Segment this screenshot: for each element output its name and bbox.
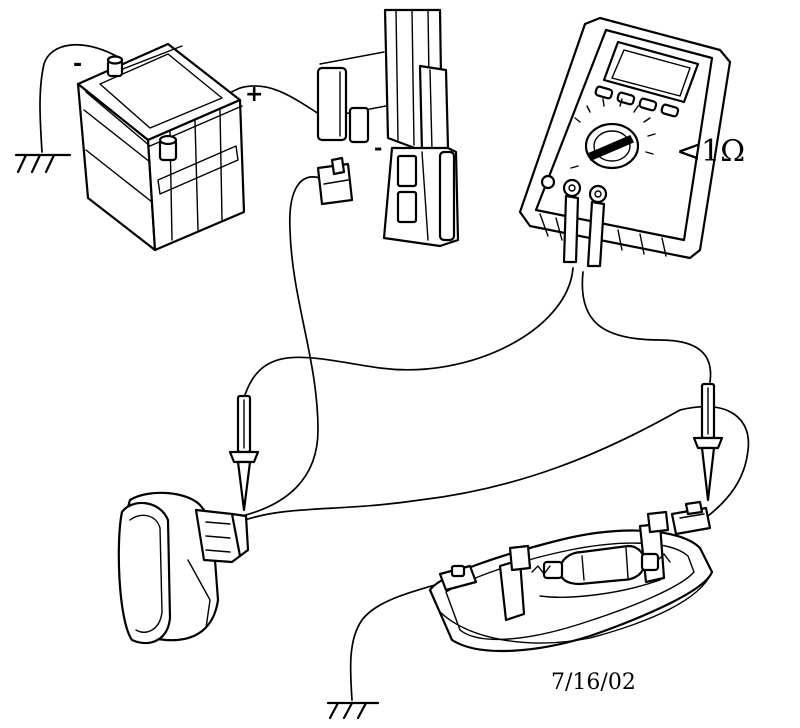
car-battery-icon [76,42,246,252]
battery-ground-wire [39,43,121,153]
diagram-date-label: 7/16/02 [551,670,636,695]
ground-symbol-icon [326,701,380,720]
fuse-box-icon [316,8,460,248]
battery-positive-label: + [245,82,264,107]
meter-lead-left [243,267,574,399]
courtesy-lamp-icon [428,500,714,653]
ground-symbol-icon [14,153,72,174]
test-probe-right [692,382,724,502]
rocker-switch-icon [117,491,250,645]
digital-multimeter-icon [518,16,732,268]
wires [39,43,750,701]
switch-to-lamp-wire [244,405,750,521]
meter-lead-right [581,271,712,383]
test-probe-left [228,394,260,512]
battery-negative-label: - [73,52,83,77]
resistance-reading-label: <1Ω [676,134,746,169]
lamp-ground-wire [349,577,459,701]
fuse-negative-label: - [374,136,383,160]
fuse-to-switch-wire [241,176,321,517]
